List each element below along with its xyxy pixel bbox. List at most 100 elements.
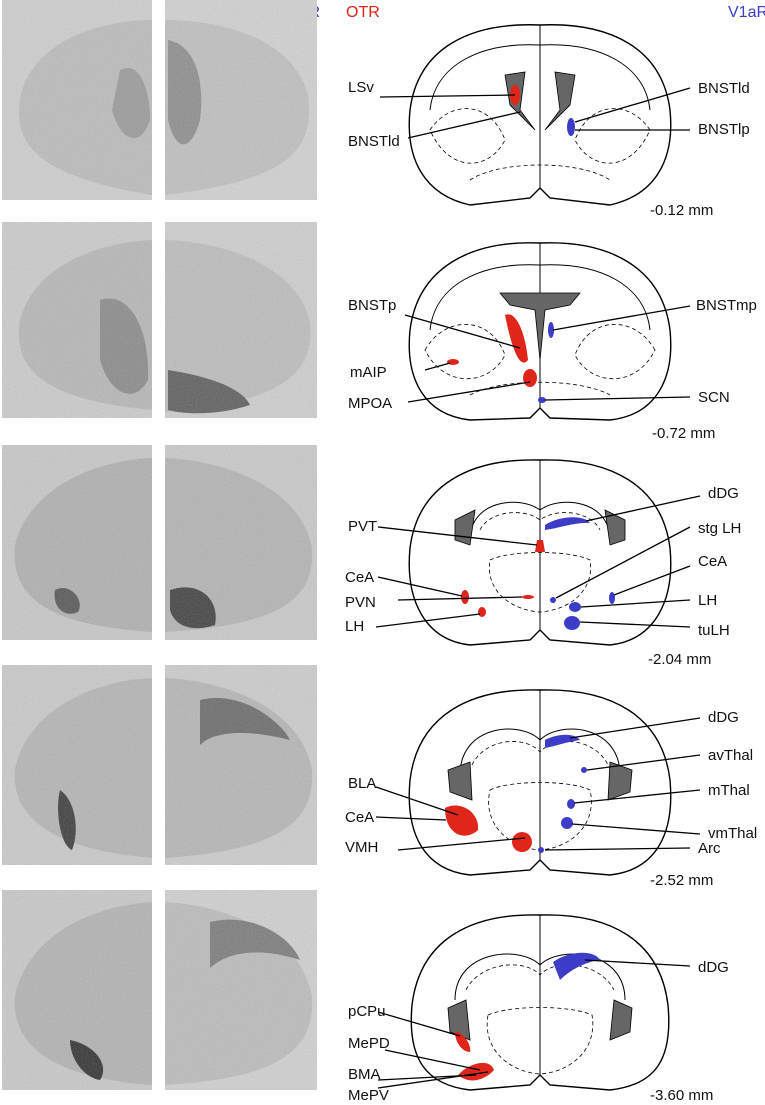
leader-line (424, 362, 451, 371)
hippocampus-outline (479, 512, 601, 531)
label-mepd: MePD (348, 1035, 390, 1052)
thalamus-region (488, 782, 592, 851)
autoradiograph-row-3 (2, 445, 317, 640)
atlas-panel-5: pCPu MePD BMA MePV dDG -3.60 mm (348, 914, 729, 1104)
atlas-column: LSv BNSTld BNSTld BNSTlp -0.12 mm B (345, 24, 757, 1104)
leader-line (404, 314, 521, 349)
label-pvt: PVT (348, 518, 377, 535)
autoradiograph-row-1 (2, 0, 317, 200)
label-bma: BMA (348, 1066, 381, 1083)
v1ar-binding-vmthal (561, 817, 573, 829)
grain-overlay (2, 0, 152, 200)
leader-line (375, 613, 481, 628)
ventricle (499, 292, 581, 361)
label-cea: CeA (345, 809, 374, 826)
header-otr-right: OTR (346, 4, 380, 21)
v1ar-binding-stglh (550, 597, 556, 603)
label-bla: BLA (348, 775, 376, 792)
atlas-panel-1: LSv BNSTld BNSTld BNSTlp -0.12 mm (348, 24, 750, 219)
leader-line (552, 305, 691, 331)
hippocampus-outline (454, 953, 626, 1001)
leader-line (377, 576, 463, 597)
depth-label: -0.12 mm (650, 202, 713, 219)
otr-binding-mpoa (523, 369, 537, 387)
otr-binding-vmh (512, 832, 532, 852)
leader-line (574, 87, 691, 123)
leader-line (579, 621, 691, 628)
leader-line (397, 596, 523, 601)
label-ddg: dDG (708, 485, 739, 502)
leader-line (377, 1071, 489, 1089)
leader-line (375, 816, 447, 821)
cortex-inner-line (429, 44, 651, 111)
leader-line (407, 381, 531, 403)
atlas-panel-3: PVT CeA PVN LH dDG stg LH CeA LH tuLH -2… (345, 459, 741, 668)
leader-line (397, 837, 526, 851)
autoradiograph-column (2, 0, 317, 1090)
autoradiograph-row-4 (2, 665, 317, 865)
label-avthal: avThal (708, 747, 753, 764)
grain-overlay (2, 445, 152, 640)
label-pcpu: pCPu (348, 1003, 386, 1020)
depth-label: -2.52 mm (650, 872, 713, 889)
v1ar-binding-arc (538, 847, 544, 853)
label-ddg: dDG (698, 959, 729, 976)
otr-binding-pvn (522, 595, 534, 599)
depth-label: -0.72 mm (652, 425, 715, 442)
header-v1ar-right: V1aR (728, 4, 765, 21)
atlas-panel-4: BLA CeA VMH dDG avThal mThal vmThal Arc … (345, 689, 757, 889)
otr-binding-pvt (535, 540, 545, 552)
label-mepv: MePV (348, 1087, 389, 1104)
grain-overlay (2, 222, 152, 418)
label-vmh: VMH (345, 839, 378, 856)
grain-overlay (165, 890, 317, 1090)
grain-overlay (165, 665, 317, 865)
grain-overlay (165, 222, 317, 418)
v1ar-binding-bnst (567, 118, 575, 136)
otr-binding-cea (461, 590, 469, 604)
ventricle (604, 509, 626, 546)
grain-overlay (2, 890, 152, 1090)
label-vmthal: vmThal (708, 825, 757, 842)
ventricle (544, 71, 576, 131)
striatum-region (574, 108, 651, 164)
v1ar-binding-bnstmp (548, 322, 554, 338)
leader-line (585, 495, 701, 522)
hippocampus-outline (459, 728, 621, 776)
v1ar-binding-cea (609, 592, 615, 604)
autoradiograph-row-2 (2, 222, 317, 418)
striatum-region (429, 108, 506, 164)
label-lh-left: LH (345, 618, 364, 635)
v1ar-binding-lh (569, 602, 581, 612)
leader-line (544, 847, 691, 851)
label-bnstld-right: BNSTld (698, 80, 750, 97)
leader-line (407, 111, 521, 139)
leader-line (377, 1011, 461, 1037)
depth-label: -2.04 mm (648, 651, 711, 668)
leader-line (580, 599, 691, 608)
hippocampus-outline (471, 741, 609, 766)
cortex-inner-line (429, 264, 651, 331)
label-cea-right: CeA (698, 553, 727, 570)
leader-line (613, 565, 691, 596)
otr-binding-bnstp (505, 314, 528, 363)
striatum-region (574, 323, 656, 380)
v1ar-binding-ddg (545, 517, 590, 530)
label-lsv: LSv (348, 79, 374, 96)
label-bnstld-left: BNSTld (348, 133, 400, 150)
leader-line (377, 526, 538, 546)
ventral-region (469, 164, 611, 181)
leader-line (586, 754, 701, 771)
thalamus-region (486, 1007, 594, 1075)
v1ar-binding-tulh (564, 616, 580, 630)
leader-line (544, 396, 691, 401)
ventricle (447, 761, 473, 801)
grain-overlay (165, 0, 317, 200)
leader-line (569, 717, 701, 739)
label-bnstmp: BNSTmp (696, 297, 757, 314)
leader-line (555, 526, 691, 599)
otr-binding-lh (478, 607, 486, 617)
atlas-panel-2: BNSTp mAIP MPOA BNSTmp SCN -0.72 mm (348, 242, 757, 442)
leader-line (573, 789, 701, 804)
